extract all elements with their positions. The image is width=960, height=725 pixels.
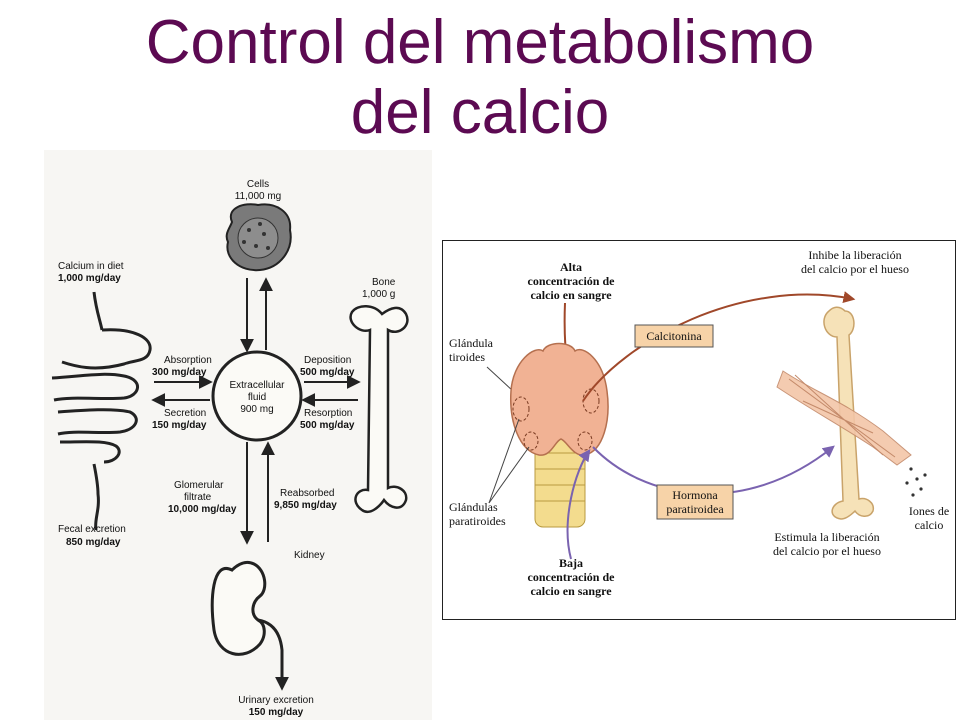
slide-title: Control del metabolismo del calcio bbox=[0, 8, 960, 148]
alta-line3: calcio en sangre bbox=[530, 288, 612, 302]
glomerular-line2: filtrate bbox=[184, 492, 212, 503]
estimula-line2: del calcio por el hueso bbox=[773, 544, 881, 558]
glomerular-value: 10,000 mg/day bbox=[168, 504, 237, 515]
iones-line1: Iones de bbox=[909, 504, 949, 518]
deposition-value: 500 mg/day bbox=[300, 367, 355, 378]
baja-line3: calcio en sangre bbox=[530, 584, 612, 598]
ecf-line2: fluid bbox=[248, 392, 266, 403]
absorption-value: 300 mg/day bbox=[152, 367, 207, 378]
diet-value: 1,000 mg/day bbox=[58, 273, 121, 284]
pointer-paratiroides-2 bbox=[488, 446, 530, 504]
fecal-value: 850 mg/day bbox=[66, 537, 121, 548]
ureter-icon bbox=[257, 618, 284, 680]
bone-value: 1,000 g bbox=[362, 289, 395, 300]
cells-label: Cells bbox=[247, 179, 269, 190]
inhibe-line1: Inhibe la liberación bbox=[808, 248, 901, 262]
bone-label: Bone bbox=[372, 277, 396, 288]
extracellular-fluid-circle bbox=[211, 350, 303, 442]
glomerular-line1: Glomerular bbox=[174, 480, 224, 491]
bone-icon bbox=[349, 305, 409, 514]
ecf-value: 900 mg bbox=[240, 404, 273, 415]
slide-title-line2: del calcio bbox=[350, 78, 610, 147]
tiroides-line2: tiroides bbox=[449, 350, 485, 364]
paratiroides-line2: paratiroides bbox=[449, 514, 506, 528]
calcium-balance-svg: Cells 11,000 mg Calcium in diet 1,000 mg… bbox=[51, 179, 409, 718]
calcitonina-box bbox=[634, 324, 714, 348]
hormonal-control-diagram: Alta concentración de calcio en sangre G… bbox=[442, 240, 956, 620]
hormona-line1: Hormona bbox=[672, 488, 718, 502]
slide-title-line1: Control del metabolismo bbox=[145, 8, 815, 77]
alta-line2: concentración de bbox=[528, 274, 616, 288]
arrow-calcitonin bbox=[582, 291, 856, 402]
cell-icon bbox=[225, 203, 292, 272]
calcium-balance-diagram: Cells 11,000 mg Calcium in diet 1,000 mg… bbox=[44, 150, 432, 720]
alta-line1: Alta bbox=[560, 260, 582, 274]
secretion-label: Secretion bbox=[164, 408, 206, 419]
hormona-line2: paratiroidea bbox=[666, 502, 724, 516]
urinary-value: 150 mg/day bbox=[249, 707, 304, 718]
iones-line2: calcio bbox=[915, 518, 944, 532]
digestive-tract-icon bbox=[51, 291, 152, 531]
estimula-line1: Estimula la liberación bbox=[774, 530, 879, 544]
fecal-label: Fecal excretion bbox=[58, 524, 126, 535]
kidney-label: Kidney bbox=[294, 550, 325, 561]
paratiroides-line1: Glándulas bbox=[449, 500, 498, 514]
kidney-icon bbox=[210, 560, 267, 656]
pointer-paratiroides-1 bbox=[488, 418, 520, 504]
hormona-box bbox=[656, 484, 734, 520]
hormonal-control-svg: Alta concentración de calcio en sangre G… bbox=[449, 248, 949, 598]
calcitonina-label: Calcitonina bbox=[646, 329, 702, 343]
absorption-label: Absorption bbox=[164, 355, 212, 366]
baja-line1: Baja bbox=[559, 556, 583, 570]
arrow-baja-to-parathyroid bbox=[566, 449, 591, 560]
tiroides-line1: Glándula bbox=[449, 336, 494, 350]
baja-line2: concentración de bbox=[528, 570, 616, 584]
urinary-label: Urinary excretion bbox=[238, 695, 314, 706]
inhibe-line2: del calcio por el hueso bbox=[801, 262, 909, 276]
reabsorbed-value: 9,850 mg/day bbox=[274, 500, 337, 511]
diet-label: Calcium in diet bbox=[58, 261, 124, 272]
secretion-value: 150 mg/day bbox=[152, 420, 207, 431]
cells-value: 11,000 mg bbox=[235, 191, 282, 202]
resorption-label: Resorption bbox=[304, 408, 352, 419]
pointer-tiroides bbox=[486, 366, 514, 392]
femur-icon bbox=[776, 306, 927, 520]
reabsorbed-label: Reabsorbed bbox=[280, 488, 334, 499]
deposition-label: Deposition bbox=[304, 355, 351, 366]
resorption-value: 500 mg/day bbox=[300, 420, 355, 431]
thyroid-gland-icon bbox=[510, 342, 609, 528]
ecf-line1: Extracellular bbox=[229, 380, 285, 391]
